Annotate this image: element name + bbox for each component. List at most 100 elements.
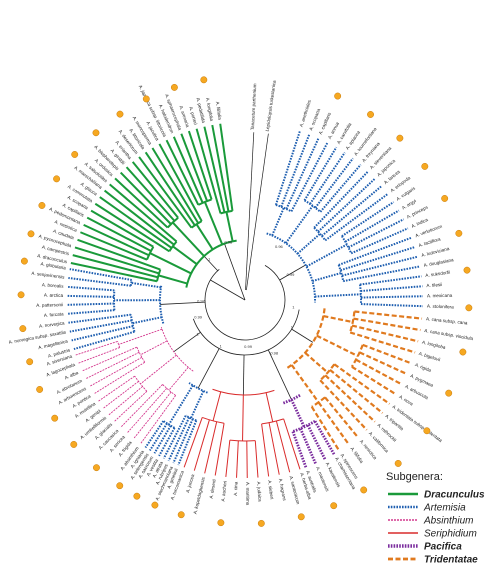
tip-branch (67, 309, 115, 315)
tip-branch (324, 396, 359, 439)
support-value: 1 (220, 344, 223, 349)
tip-branch (99, 196, 173, 249)
tip-branch (333, 363, 391, 405)
tip-branch (203, 126, 226, 213)
polyploid-marker (455, 229, 463, 237)
polyploid-marker (170, 83, 178, 91)
tip-branch (204, 421, 218, 474)
polyploid-marker (26, 358, 34, 366)
tip-branch (80, 231, 148, 261)
support-value: 1 (208, 257, 211, 262)
tip-branch (67, 285, 115, 292)
outgroup-label: Lepidolopsis turkestanica (265, 80, 277, 132)
backbone-branch (197, 348, 220, 389)
tip-label: A. aucheri (220, 481, 227, 502)
tip-branch (321, 185, 383, 237)
tip-label: A. maritima (245, 482, 250, 506)
polyploid-marker (423, 427, 431, 435)
tip-branch (73, 330, 135, 351)
tip-branch (354, 310, 423, 320)
tip-branch (306, 424, 327, 460)
tip-label: A. juncea (185, 473, 195, 493)
tip-label: A. magellanica (38, 338, 69, 350)
clade-subarc (275, 203, 292, 213)
tip-branch (309, 152, 346, 205)
tip-branch (131, 161, 179, 219)
clade-subbranch (304, 351, 329, 374)
polyploid-marker (334, 92, 342, 100)
tip-branch (275, 420, 291, 473)
tip-label: A. indica (410, 217, 429, 229)
tip-branch (343, 265, 420, 283)
clade-arc-pacifica (282, 394, 301, 405)
tip-branch (120, 384, 163, 428)
subgenera-legend: Subgenera: DracunculusArtemisiaAbsinthiu… (386, 471, 485, 566)
tip-label: A. fragrans (278, 478, 287, 502)
tip-label: A. bigelovii (418, 351, 441, 362)
tip-branch (193, 419, 210, 471)
tip-branch (133, 391, 172, 440)
polyploid-marker (20, 257, 28, 265)
tip-branch (89, 356, 143, 387)
tip-branch (280, 133, 311, 208)
clade-subbranch (132, 316, 162, 325)
clade-subarc (261, 418, 284, 425)
tip-branch (340, 246, 416, 272)
tip-label: A. nova (398, 394, 414, 407)
tip-branch (149, 422, 168, 452)
tip-label: A. pedatifida (195, 97, 206, 123)
tip-branch (349, 331, 416, 354)
polyploid-marker (217, 519, 225, 527)
polyploid-marker (53, 175, 61, 183)
tip-label: A. tilesii (426, 282, 442, 288)
support-value: 0.98 (270, 350, 279, 355)
polyploid-marker (459, 348, 467, 356)
tip-branch (83, 223, 150, 257)
tip-branch (69, 268, 132, 282)
polyploid-marker (142, 95, 150, 103)
clade-subarc (304, 199, 322, 213)
polyploid-marker (51, 414, 59, 422)
tip-label: A. sieberi (267, 480, 275, 500)
tip-label: A. cina (233, 481, 239, 496)
clade-subbranch (225, 211, 234, 242)
tip-branch (153, 425, 172, 454)
tip-branch (138, 156, 193, 229)
clade-arc-artemisia (188, 382, 208, 394)
tip-label: A. longiloba (422, 340, 447, 351)
tip-branch (158, 143, 203, 222)
legend-label-seriphidium: Seriphidium (424, 529, 477, 540)
tip-branch (351, 365, 397, 396)
tip-branch (353, 317, 421, 332)
polyploid-marker (133, 492, 141, 500)
tip-branch (144, 420, 165, 449)
tip-label: A. furcata (44, 311, 64, 318)
clade-subarc (358, 284, 362, 305)
tip-branch (268, 422, 280, 475)
clade-subbranch (314, 293, 361, 298)
tip-branch (299, 427, 317, 464)
polyploid-marker (116, 110, 124, 118)
tip-label: A. stolonifera (427, 304, 454, 310)
tip-label: A. alba (64, 370, 80, 380)
tip-label: A. palustris (47, 347, 71, 358)
clade-subbranch (271, 207, 285, 236)
legend-label-artemisia: Artemisia (423, 503, 466, 514)
tip-branch (317, 401, 350, 446)
clade-subbranch (203, 201, 224, 245)
clade-subbranch (131, 281, 162, 289)
clade-subbranch (140, 340, 168, 356)
tip-branch (214, 423, 225, 476)
backbone-branch (203, 255, 219, 272)
tip-branch (351, 324, 419, 343)
tip-label: A. mexicana (427, 293, 453, 299)
polyploid-marker (200, 76, 208, 84)
polyploid-marker (297, 513, 305, 521)
tip-branch (78, 347, 120, 364)
outgroup-branch (246, 133, 269, 291)
tip-branch (126, 388, 168, 434)
clade-subbranch (172, 245, 198, 266)
tip-label: A. pygmaea (410, 373, 435, 388)
tip-branch (317, 177, 376, 233)
backbone-arc (204, 265, 286, 341)
